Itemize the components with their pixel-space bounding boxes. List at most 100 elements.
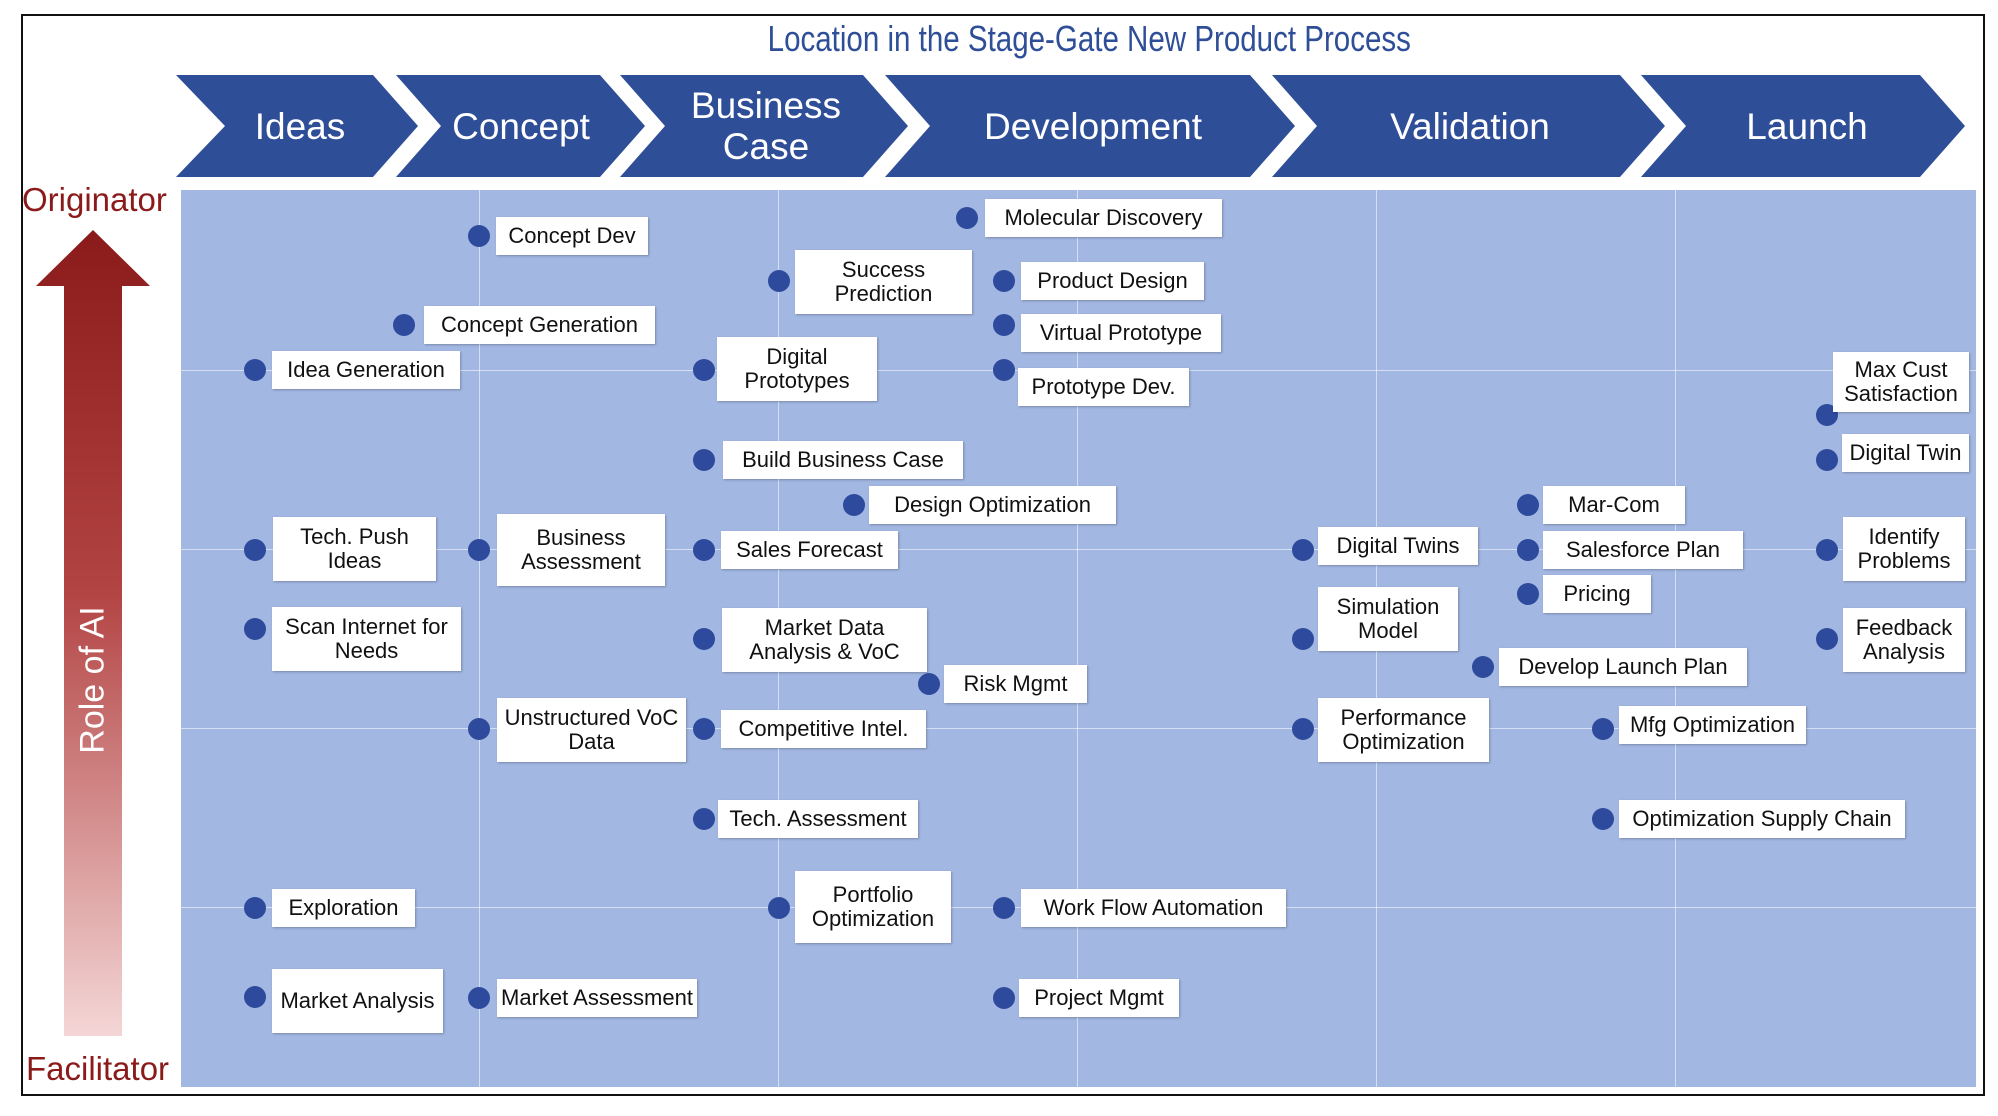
dot-marker [1292,718,1314,740]
stage-launch: Launch [1641,75,1965,177]
item-digital-twin: Digital Twin [1842,434,1969,472]
dot-marker [993,897,1015,919]
item-market-analysis: Market Analysis [272,969,443,1033]
item-mfg-optimization: Mfg Optimization [1619,706,1806,744]
dot-marker [843,494,865,516]
item-scan-internet: Scan Internet for Needs [272,607,461,671]
dot-marker [1472,656,1494,678]
dot-marker [693,628,715,650]
dot-marker [993,359,1015,381]
dot-marker [468,987,490,1009]
diagram-title: Location in the Stage-Gate New Product P… [767,18,1411,59]
item-tech-assessment: Tech. Assessment [718,800,918,838]
dot-marker [956,207,978,229]
dot-marker [1517,494,1539,516]
stage-ideas-label: Ideas [255,106,346,147]
item-market-data-analysis: Market Data Analysis & VoC [722,608,927,672]
stage-validation-label: Validation [1390,106,1550,147]
originator-label: Originator [22,181,167,218]
item-optimization-supply-chain: Optimization Supply Chain [1619,800,1905,838]
item-performance-optimization: Performance Optimization [1318,698,1489,762]
dot-marker [1816,449,1838,471]
item-max-cust-satisfaction: Max Cust Satisfaction [1833,352,1969,412]
dot-marker [1517,539,1539,561]
grid-hline [181,728,1976,729]
item-simulation-model: Simulation Model [1318,587,1458,651]
facilitator-label: Facilitator [26,1050,170,1087]
stage-launch-label: Launch [1746,106,1867,147]
item-idea-generation: Idea Generation [272,351,460,389]
stage-business-case-line1: Business [691,85,841,126]
stage-business-case: Business Case [620,75,908,177]
item-design-optimization: Design Optimization [869,486,1116,524]
dot-marker [244,897,266,919]
item-digital-prototypes: Digital Prototypes [717,337,877,401]
dot-marker [693,359,715,381]
item-identify-problems: Identify Problems [1843,517,1965,581]
dot-marker [1292,628,1314,650]
stage-concept-label: Concept [452,106,591,147]
dot-marker [1592,718,1614,740]
dot-marker [468,225,490,247]
dot-marker [1816,628,1838,650]
item-virtual-prototype: Virtual Prototype [1021,314,1221,352]
item-salesforce-plan: Salesforce Plan [1543,531,1743,569]
dot-marker [1292,539,1314,561]
item-feedback-analysis: Feedback Analysis [1843,608,1965,672]
dot-marker [768,270,790,292]
item-mar-com: Mar-Com [1543,486,1685,524]
item-success-prediction: Success Prediction [795,250,972,314]
grid-vline [1077,190,1078,1087]
dot-marker [693,718,715,740]
grid-vline [1675,190,1676,1087]
stage-validation: Validation [1272,75,1665,177]
plot-area: Idea Generation Tech. Push Ideas Scan In… [181,190,1976,1087]
stage-ideas: Ideas [176,75,418,177]
item-unstructured-voc: Unstructured VoC Data [497,698,686,762]
stage-business-case-line2: Case [723,126,809,167]
item-risk-mgmt: Risk Mgmt [944,665,1087,703]
item-work-flow-automation: Work Flow Automation [1021,889,1286,927]
item-tech-push-ideas: Tech. Push Ideas [273,517,436,581]
diagram-frame [21,14,1985,1096]
dot-marker [1517,583,1539,605]
dot-marker [693,449,715,471]
item-sales-forecast: Sales Forecast [721,531,898,569]
dot-marker [768,897,790,919]
dot-marker [1816,404,1838,426]
item-project-mgmt: Project Mgmt [1019,979,1179,1017]
role-of-ai-label: Role of AI [73,606,112,754]
item-exploration: Exploration [272,889,415,927]
grid-vline [479,190,480,1087]
dot-marker [244,539,266,561]
dot-marker [244,618,266,640]
dot-marker [993,987,1015,1009]
grid-hline [181,549,1976,550]
item-pricing: Pricing [1543,575,1651,613]
dot-marker [993,270,1015,292]
dot-marker [244,986,266,1008]
dot-marker [918,673,940,695]
item-digital-twins: Digital Twins [1318,527,1478,565]
stage-concept: Concept [396,75,645,177]
item-market-assessment: Market Assessment [497,979,697,1017]
dot-marker [1592,808,1614,830]
dot-marker [993,314,1015,336]
stage-development: Development [885,75,1295,177]
ai-role-arrow [36,230,150,1036]
item-business-assessment: Business Assessment [497,514,665,586]
dot-marker [693,539,715,561]
dot-marker [1816,539,1838,561]
item-build-business-case: Build Business Case [723,441,963,479]
dot-marker [393,314,415,336]
item-portfolio-optimization: Portfolio Optimization [795,871,951,943]
dot-marker [468,539,490,561]
dot-marker [468,718,490,740]
dot-marker [693,808,715,830]
item-prototype-dev: Prototype Dev. [1018,368,1189,406]
stage-chevrons: Ideas Concept Business Case Development … [176,75,1965,177]
stage-development-label: Development [984,106,1203,147]
item-product-design: Product Design [1021,262,1204,300]
item-concept-dev: Concept Dev [496,217,648,255]
dot-marker [244,359,266,381]
